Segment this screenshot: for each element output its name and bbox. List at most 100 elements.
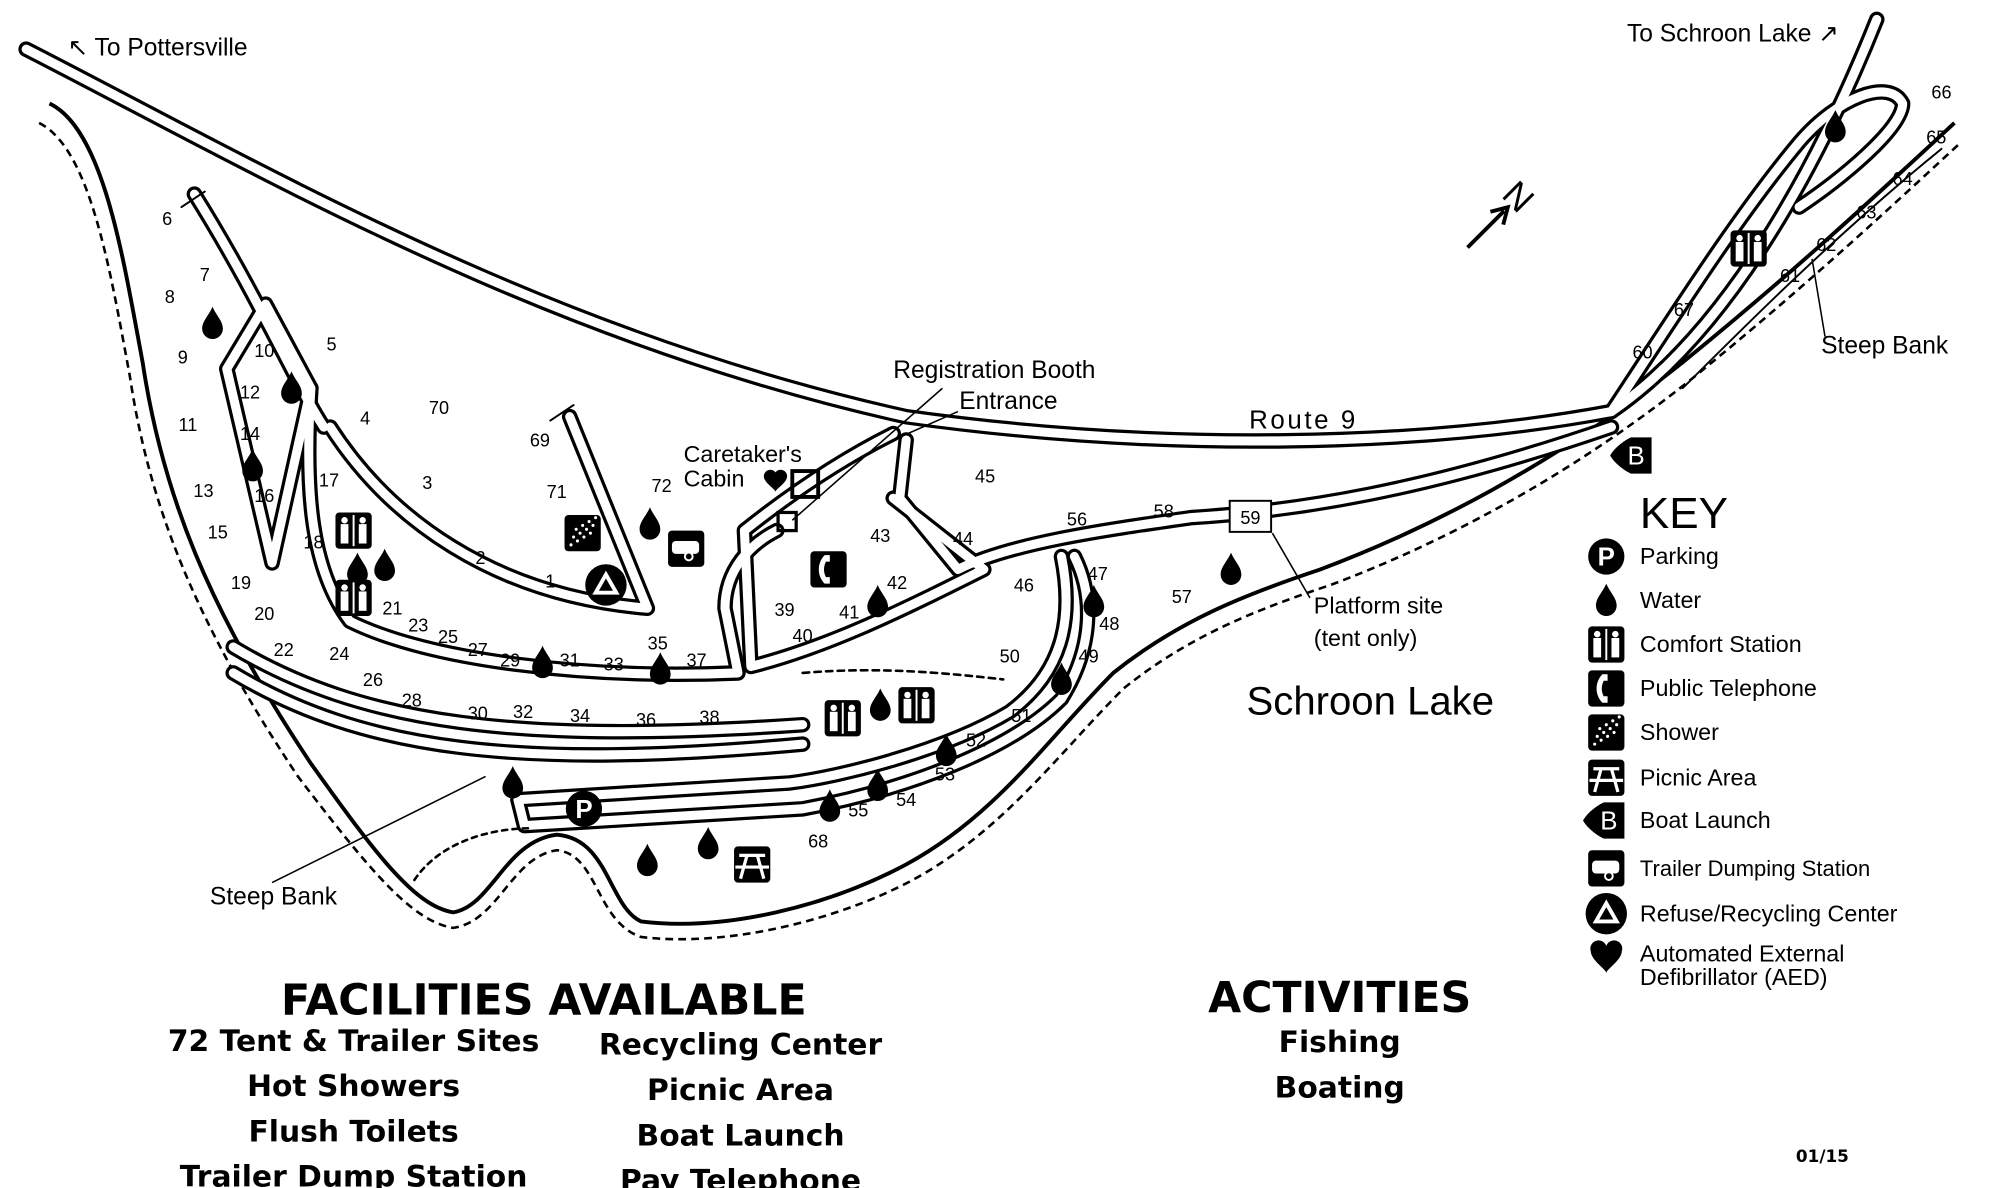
site-21[interactable]: 1 bbox=[545, 572, 555, 592]
site-28[interactable]: 29 bbox=[500, 650, 520, 670]
site-49[interactable]: 56 bbox=[1067, 509, 1087, 529]
site-29[interactable]: 31 bbox=[560, 650, 580, 670]
site-46[interactable]: 40 bbox=[793, 626, 813, 646]
to-pottersville-label: ↖ To Pottersville bbox=[68, 35, 248, 62]
site-16[interactable]: 71 bbox=[547, 482, 567, 502]
site-67[interactable]: 63 bbox=[1856, 203, 1876, 223]
facility-item: Flush Toilets bbox=[248, 1114, 458, 1149]
parking-letter: P bbox=[575, 796, 592, 824]
water-icon bbox=[374, 548, 395, 582]
parking-icon: P bbox=[565, 790, 603, 827]
site-14[interactable]: 3 bbox=[422, 473, 432, 493]
key-item-water: Water bbox=[1595, 583, 1701, 616]
site-30[interactable]: 33 bbox=[604, 654, 624, 674]
trailer-dump-icon bbox=[1588, 850, 1625, 887]
site-25[interactable]: 23 bbox=[408, 616, 428, 636]
site-55[interactable]: 50 bbox=[1000, 647, 1020, 667]
site-22[interactable]: 19 bbox=[231, 573, 251, 593]
key-item-picnic: Picnic Area bbox=[1588, 759, 1756, 796]
site-2[interactable]: 8 bbox=[165, 287, 175, 307]
site-27[interactable]: 27 bbox=[468, 640, 488, 660]
facility-item: Picnic Area bbox=[647, 1073, 834, 1108]
site-53[interactable]: 48 bbox=[1099, 614, 1119, 634]
site-43[interactable]: 42 bbox=[887, 573, 907, 593]
site-20[interactable]: 2 bbox=[475, 548, 485, 568]
site-13[interactable]: 17 bbox=[319, 471, 339, 491]
site-0[interactable]: 6 bbox=[162, 209, 172, 229]
site-36[interactable]: 28 bbox=[402, 691, 422, 711]
site-47[interactable]: 44 bbox=[953, 529, 973, 549]
site-34[interactable]: 24 bbox=[329, 644, 349, 664]
site-15[interactable]: 69 bbox=[530, 430, 550, 450]
site-42[interactable]: 43 bbox=[870, 526, 890, 546]
key-item-comfort-station: Comfort Station bbox=[1588, 626, 1802, 663]
site-18[interactable]: 15 bbox=[208, 522, 228, 542]
site-5[interactable]: 12 bbox=[240, 383, 260, 403]
site-6[interactable]: 5 bbox=[327, 335, 337, 355]
site-32[interactable]: 37 bbox=[686, 650, 706, 670]
site-59[interactable]: 59 bbox=[1240, 508, 1260, 528]
site-40[interactable]: 36 bbox=[636, 710, 656, 730]
site-50[interactable]: 58 bbox=[1154, 502, 1174, 522]
site-12[interactable]: 16 bbox=[254, 486, 274, 506]
comfort-station-icon bbox=[335, 579, 372, 616]
site-59[interactable]: 53 bbox=[935, 764, 955, 784]
site-56[interactable]: 49 bbox=[1079, 647, 1099, 667]
caretakers-cabin-label-2: Cabin bbox=[684, 466, 745, 492]
site-61[interactable]: 55 bbox=[848, 801, 868, 821]
site-58[interactable]: 52 bbox=[966, 731, 986, 751]
site-69[interactable]: 65 bbox=[1926, 128, 1946, 148]
site-38[interactable]: 32 bbox=[513, 702, 533, 722]
site-37[interactable]: 30 bbox=[468, 704, 488, 724]
site-57[interactable]: 51 bbox=[1011, 706, 1031, 726]
site-48[interactable]: 45 bbox=[975, 467, 995, 487]
site-31[interactable]: 35 bbox=[648, 634, 668, 654]
site-64[interactable]: 67 bbox=[1674, 300, 1694, 320]
water-icon bbox=[1220, 552, 1242, 585]
site-62[interactable]: 68 bbox=[808, 832, 828, 852]
map-icons: PB bbox=[202, 110, 1846, 883]
water-icon bbox=[502, 766, 524, 799]
site-45[interactable]: 41 bbox=[839, 603, 859, 623]
site-65[interactable]: 61 bbox=[1780, 266, 1800, 286]
site-44[interactable]: 39 bbox=[774, 600, 794, 620]
facility-item: 72 Tent & Trailer Sites bbox=[168, 1024, 539, 1059]
site-70[interactable]: 66 bbox=[1931, 82, 1951, 102]
site-26[interactable]: 25 bbox=[438, 627, 458, 647]
site-7[interactable]: 11 bbox=[179, 415, 198, 435]
site-52[interactable]: 47 bbox=[1088, 564, 1108, 584]
site-24[interactable]: 21 bbox=[382, 599, 402, 619]
site-23[interactable]: 20 bbox=[254, 604, 274, 624]
site-8[interactable]: 14 bbox=[240, 424, 260, 444]
to-schroon-lake-label: To Schroon Lake ↗ bbox=[1627, 20, 1839, 47]
site-66[interactable]: 62 bbox=[1816, 235, 1836, 255]
site-54[interactable]: 57 bbox=[1172, 587, 1192, 607]
site-35[interactable]: 26 bbox=[363, 670, 383, 690]
key-label-2: Defibrillator (AED) bbox=[1640, 964, 1828, 990]
platform-site-box bbox=[1228, 499, 1273, 533]
site-33[interactable]: 22 bbox=[274, 640, 294, 660]
key-title: KEY bbox=[1640, 489, 1728, 538]
key-label: Automated External bbox=[1640, 941, 1844, 967]
site-39[interactable]: 34 bbox=[570, 706, 590, 726]
site-51[interactable]: 46 bbox=[1014, 575, 1034, 595]
site-4[interactable]: 10 bbox=[254, 341, 274, 361]
water-icon bbox=[649, 652, 671, 685]
site-9[interactable]: 4 bbox=[360, 408, 370, 428]
site-19[interactable]: 18 bbox=[303, 533, 323, 553]
site-60[interactable]: 54 bbox=[896, 790, 916, 810]
site-11[interactable]: 13 bbox=[193, 481, 213, 501]
telephone-icon bbox=[810, 551, 847, 588]
site-17[interactable]: 72 bbox=[652, 476, 672, 496]
key-label: Parking bbox=[1640, 543, 1719, 569]
facilities-title: FACILITIES AVAILABLE bbox=[281, 976, 807, 1026]
site-3[interactable]: 9 bbox=[178, 348, 188, 368]
site-41[interactable]: 38 bbox=[699, 707, 719, 727]
site-63[interactable]: 60 bbox=[1632, 342, 1652, 362]
site-10[interactable]: 70 bbox=[429, 398, 449, 418]
site-68[interactable]: 64 bbox=[1893, 169, 1913, 189]
site-1[interactable]: 7 bbox=[200, 265, 210, 285]
